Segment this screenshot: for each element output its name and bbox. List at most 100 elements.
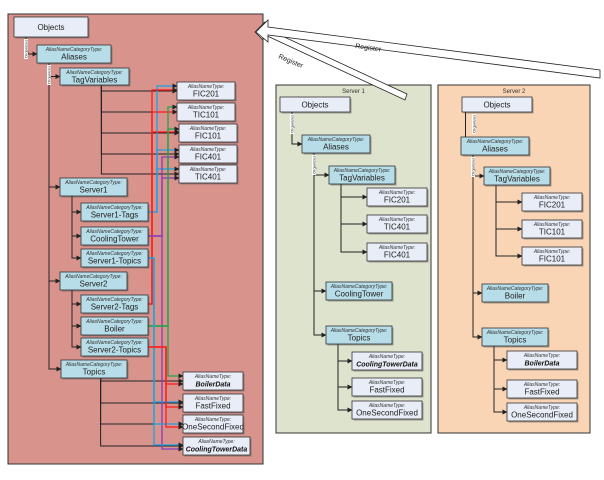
node-boiler[interactable]: AliasNameCategoryType:Boiler [80,316,150,337]
node-topics[interactable]: AliasNameCategoryType:Topics [481,327,550,348]
register-label-server1: Register [277,53,304,70]
node-objects[interactable]: Objects [461,96,534,114]
node-s1topics[interactable]: AliasNameCategoryType:Server1-Topics [80,248,150,269]
node-boilerdata[interactable]: AliasNameType:BoilerData [506,350,579,371]
node-type: AliasNameCategoryType: [64,274,122,280]
node-name: FIC401 [195,153,222,162]
node-tagvars[interactable]: AliasNameCategoryType:TagVariables [59,67,131,87]
node-name: TIC101 [193,111,220,120]
node-server2[interactable]: AliasNameCategoryType:Server2 [59,271,129,292]
organizes-label: Organizes [24,40,29,58]
node-fic101[interactable]: AliasNameType:FIC101 [521,246,584,267]
register-arrow-server2 [255,19,601,79]
node-type: AliasNameType: [368,380,406,386]
organizes-label-bg [312,155,316,175]
organizes-label: Organizes [47,66,52,84]
node-server1[interactable]: AliasNameCategoryType:Server1 [59,177,129,198]
node-type: AliasNameType: [187,84,225,90]
node-objects[interactable]: Objects [279,96,352,114]
node-topics[interactable]: AliasNameCategoryType:Topics [60,359,129,380]
node-box [80,202,149,222]
node-tic101[interactable]: AliasNameType:TIC101 [176,102,237,123]
node-fastfixed[interactable]: AliasNameType:FastFixed [182,393,245,414]
node-aliases[interactable]: AliasNameCategoryType:Aliases [460,136,531,157]
node-box [80,316,149,336]
node-objects[interactable]: Objects [13,16,90,39]
node-name: Boiler [104,325,125,334]
node-fic101[interactable]: AliasNameType:FIC101 [178,123,239,144]
node-ctdata[interactable]: AliasNameType:CoolingTowerData [351,351,424,372]
node-fic401[interactable]: AliasNameType:FIC401 [366,242,429,263]
node-cooling[interactable]: AliasNameCategoryType:CoolingTower [80,226,150,247]
node-name: Topics [83,368,106,377]
node-tic101[interactable]: AliasNameType:TIC101 [521,219,584,240]
organizes-label-bg [290,114,294,134]
node-name: BoilerData [524,361,559,368]
node-ctdata[interactable]: AliasNameType:CoolingTowerData [182,436,252,457]
node-name: Topics [348,334,371,343]
node-name: FIC401 [384,251,411,260]
node-fastfixed[interactable]: AliasNameType:FastFixed [506,379,579,400]
node-onesec[interactable]: AliasNameType:OneSecondFixed [506,402,579,423]
node-type: AliasNameType: [189,147,227,153]
node-aliases[interactable]: AliasNameCategoryType:Aliases [301,134,372,155]
node-tagvars[interactable]: AliasNameCategoryType:TagVariables [328,165,397,186]
node-type: AliasNameCategoryType: [85,251,143,257]
node-type: AliasNameType: [533,222,571,228]
node-type: AliasNameType: [189,167,227,173]
node-box [325,325,393,345]
node-name: TagVariables [494,175,540,184]
node-s2tags[interactable]: AliasNameCategoryType:Server2-Tags [80,294,150,315]
register-label-server2: Register [355,43,382,54]
node-fic401[interactable]: AliasNameType:FIC401 [178,144,239,165]
node-name: Aliases [323,143,349,152]
node-box [481,283,549,303]
node-name: FIC201 [384,196,411,205]
node-box [521,192,583,212]
node-box [521,246,583,266]
node-name: CoolingTowerData [356,362,418,369]
node-name: TagVariables [72,76,118,85]
node-topics[interactable]: AliasNameCategoryType:Topics [325,325,394,346]
organizes-label-bg [471,157,475,177]
node-box [59,67,130,86]
node-fastfixed[interactable]: AliasNameType:FastFixed [351,377,424,398]
node-tic401[interactable]: AliasNameType:TIC401 [178,164,239,185]
node-box [461,96,533,113]
node-name: Objects [301,101,328,110]
node-name: OneSecondFixed [356,409,418,418]
node-cooling[interactable]: AliasNameCategoryType:CoolingTower [325,281,394,302]
node-onesec[interactable]: AliasNameType:OneSecondFixed [351,400,424,421]
panel-title: Server 1 [342,89,365,95]
node-tagvars[interactable]: AliasNameCategoryType:TagVariables [483,166,552,187]
node-boilerdata[interactable]: AliasNameType:BoilerData [182,371,245,392]
node-s1tags[interactable]: AliasNameCategoryType:Server1-Tags [80,202,150,223]
node-type: AliasNameType: [523,382,561,388]
node-fic201[interactable]: AliasNameType:FIC201 [521,192,584,213]
node-name: TIC401 [384,223,411,232]
node-box [182,414,244,434]
node-type: AliasNameType: [187,105,225,111]
node-fic201[interactable]: AliasNameType:FIC201 [176,81,237,102]
node-name: Aliases [482,145,508,154]
node-onesec[interactable]: AliasNameType:OneSecondFixed [182,414,245,435]
node-box [279,96,351,113]
node-type: AliasNameType: [194,374,232,380]
node-tic401[interactable]: AliasNameType:TIC401 [366,214,429,235]
node-type: AliasNameCategoryType: [486,330,544,336]
node-type: AliasNameCategoryType: [64,180,122,186]
node-aliases[interactable]: AliasNameCategoryType:Aliases [36,44,113,65]
node-box [182,393,244,413]
node-name: OneSecondFixed [182,423,244,432]
node-box [481,327,549,347]
node-type: AliasNameType: [533,249,571,255]
node-box [178,144,238,164]
node-box [301,134,371,154]
node-box [328,165,396,185]
node-boiler[interactable]: AliasNameCategoryType:Boiler [481,283,550,304]
node-name: FIC101 [195,132,222,141]
node-box [460,136,530,156]
node-type: AliasNameType: [197,439,235,445]
node-s2topics[interactable]: AliasNameCategoryType:Server2-Topics [80,337,150,358]
node-fic201[interactable]: AliasNameType:FIC201 [366,187,429,208]
